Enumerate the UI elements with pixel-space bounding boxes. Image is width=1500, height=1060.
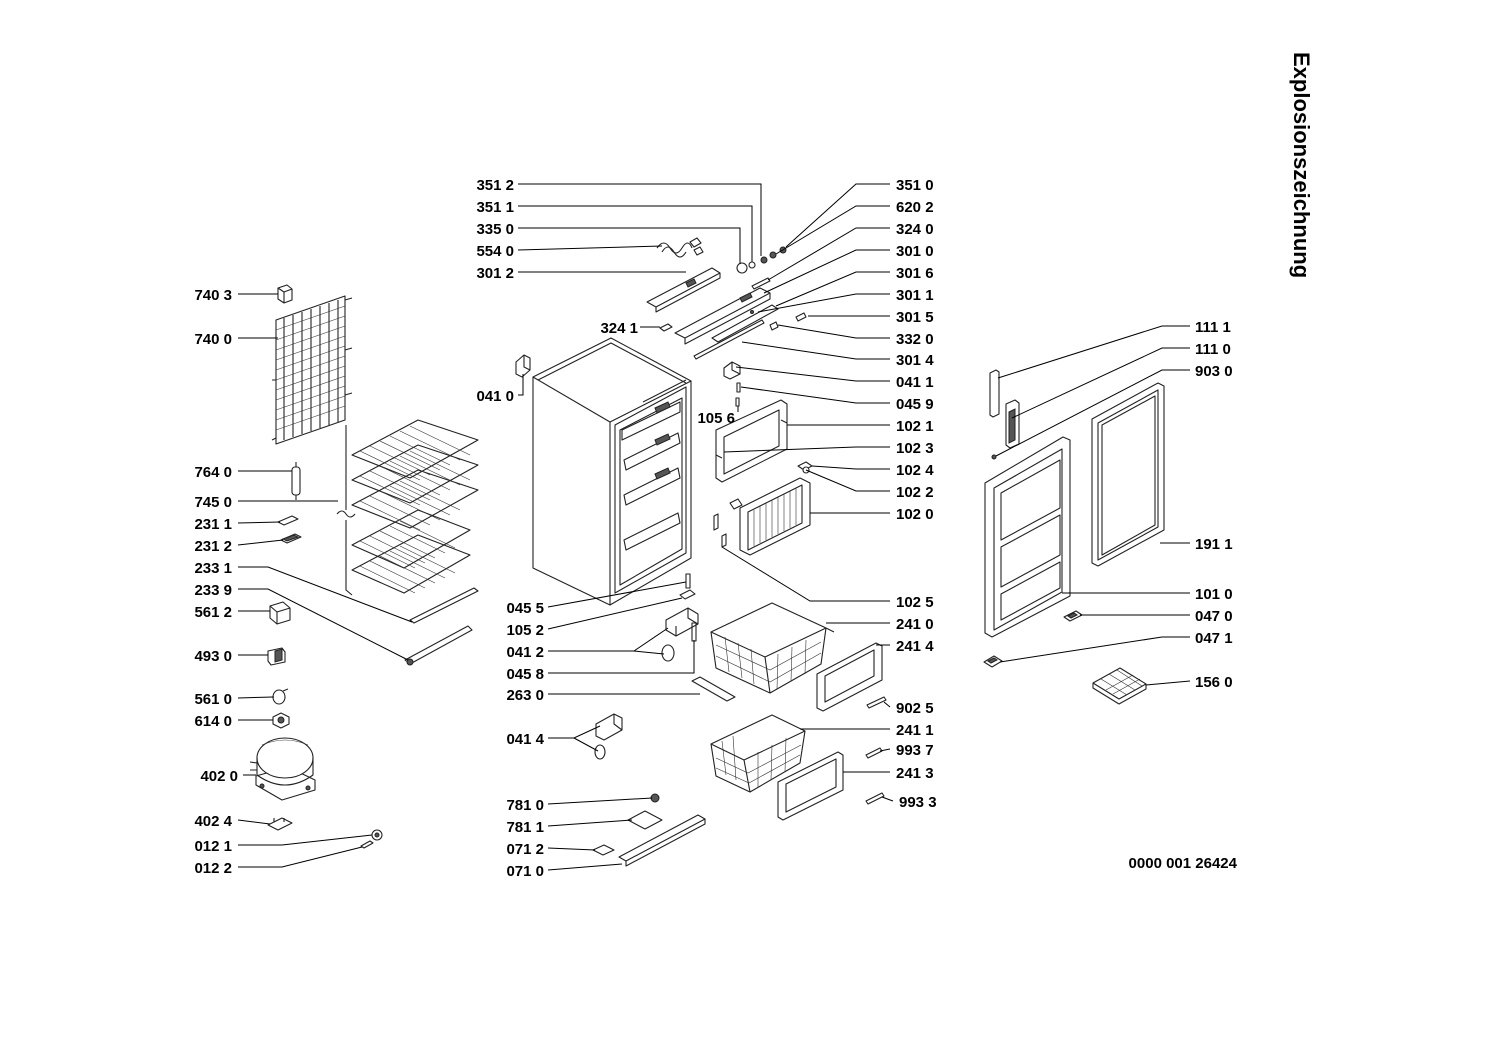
part-label: 012 1: [194, 838, 232, 855]
part-label: 156 0: [1195, 674, 1233, 691]
part-label: 301 4: [896, 352, 934, 369]
part-label: 102 4: [896, 462, 934, 479]
part-label: 231 2: [194, 538, 232, 555]
part-label: 781 0: [506, 797, 544, 814]
part-drawings-door: [983, 369, 1165, 705]
compressor-drawing: [249, 737, 316, 801]
basket-upper-drawing: [710, 602, 835, 694]
ice-tray-drawing: [1092, 667, 1147, 705]
leader-lines: [237, 183, 1191, 871]
part-label: 620 2: [896, 199, 934, 216]
part-label: 561 0: [194, 691, 232, 708]
part-label: 324 0: [896, 221, 934, 238]
part-label: 740 3: [194, 287, 232, 304]
part-drawings-baskets: [710, 602, 887, 821]
part-label: 012 2: [194, 860, 232, 877]
part-label: 993 3: [899, 794, 937, 811]
part-label: 781 1: [506, 819, 544, 836]
part-label: 191 1: [1195, 536, 1233, 553]
part-label: 241 4: [896, 638, 934, 655]
part-label: 041 1: [896, 374, 934, 391]
part-label: 045 8: [506, 666, 544, 683]
wire-shelves-drawing: [336, 419, 479, 596]
freezer-flap-frame-drawing: [715, 399, 788, 483]
part-label: 041 2: [506, 644, 544, 661]
part-label: 102 0: [896, 506, 934, 523]
part-label: 111 0: [1195, 341, 1231, 358]
part-label: 047 0: [1195, 608, 1233, 625]
basket-lower-drawing: [710, 714, 806, 793]
part-label: 111 1: [1195, 319, 1231, 336]
door-gasket-drawing: [1091, 382, 1165, 567]
part-label: 764 0: [194, 464, 232, 481]
part-label: 301 0: [896, 243, 934, 260]
part-label: 554 0: [476, 243, 514, 260]
part-label: 233 1: [194, 560, 232, 577]
part-label: 301 5: [896, 309, 934, 326]
diagram-title: Explosionszeichnung: [1289, 52, 1314, 278]
part-drawings-center: [515, 237, 813, 867]
document-number: 0000 001 26424: [1129, 855, 1238, 872]
part-label: 324 1: [600, 320, 638, 337]
part-label: 045 9: [896, 396, 934, 413]
part-label: 561 2: [194, 604, 232, 621]
part-label: 402 4: [194, 813, 232, 830]
part-label: 102 5: [896, 594, 934, 611]
part-label: 745 0: [194, 494, 232, 511]
part-label: 041 4: [506, 731, 544, 748]
part-label: 351 1: [476, 199, 514, 216]
part-label: 351 0: [896, 177, 934, 194]
part-label: 993 7: [896, 742, 934, 759]
part-label: 263 0: [506, 687, 544, 704]
part-labels: 351 2 351 1 335 0 554 0 301 2 324 1 041 …: [194, 177, 1232, 880]
part-drawings-left: [249, 284, 479, 849]
part-label: 903 0: [1195, 363, 1233, 380]
part-label: 233 9: [194, 582, 232, 599]
part-label: 493 0: [194, 648, 232, 665]
part-label: 351 2: [476, 177, 514, 194]
part-label: 102 2: [896, 484, 934, 501]
part-label: 105 2: [506, 622, 544, 639]
part-label: 045 5: [506, 600, 544, 617]
part-label: 301 2: [476, 265, 514, 282]
part-label: 335 0: [476, 221, 514, 238]
part-label: 101 0: [1195, 586, 1233, 603]
part-label: 902 5: [896, 700, 934, 717]
part-label: 332 0: [896, 331, 934, 348]
part-label: 071 2: [506, 841, 544, 858]
part-label: 105 6: [697, 410, 735, 427]
cabinet-drawing: [532, 337, 692, 606]
part-label: 041 0: [476, 388, 514, 405]
part-label: 241 1: [896, 722, 934, 739]
part-label: 614 0: [194, 713, 232, 730]
part-label: 241 3: [896, 765, 934, 782]
part-label: 402 0: [200, 768, 238, 785]
part-label: 102 1: [896, 418, 934, 435]
freezer-flap-drawing: [713, 477, 811, 556]
door-panel-drawing: [984, 436, 1071, 638]
part-label: 301 1: [896, 287, 934, 304]
condenser-drawing: [271, 295, 353, 445]
part-label: 102 3: [896, 440, 934, 457]
part-label: 231 1: [194, 516, 232, 533]
part-label: 047 1: [1195, 630, 1233, 647]
part-label: 241 0: [896, 616, 934, 633]
part-label: 071 0: [506, 863, 544, 880]
part-label: 740 0: [194, 331, 232, 348]
part-label: 301 6: [896, 265, 934, 282]
